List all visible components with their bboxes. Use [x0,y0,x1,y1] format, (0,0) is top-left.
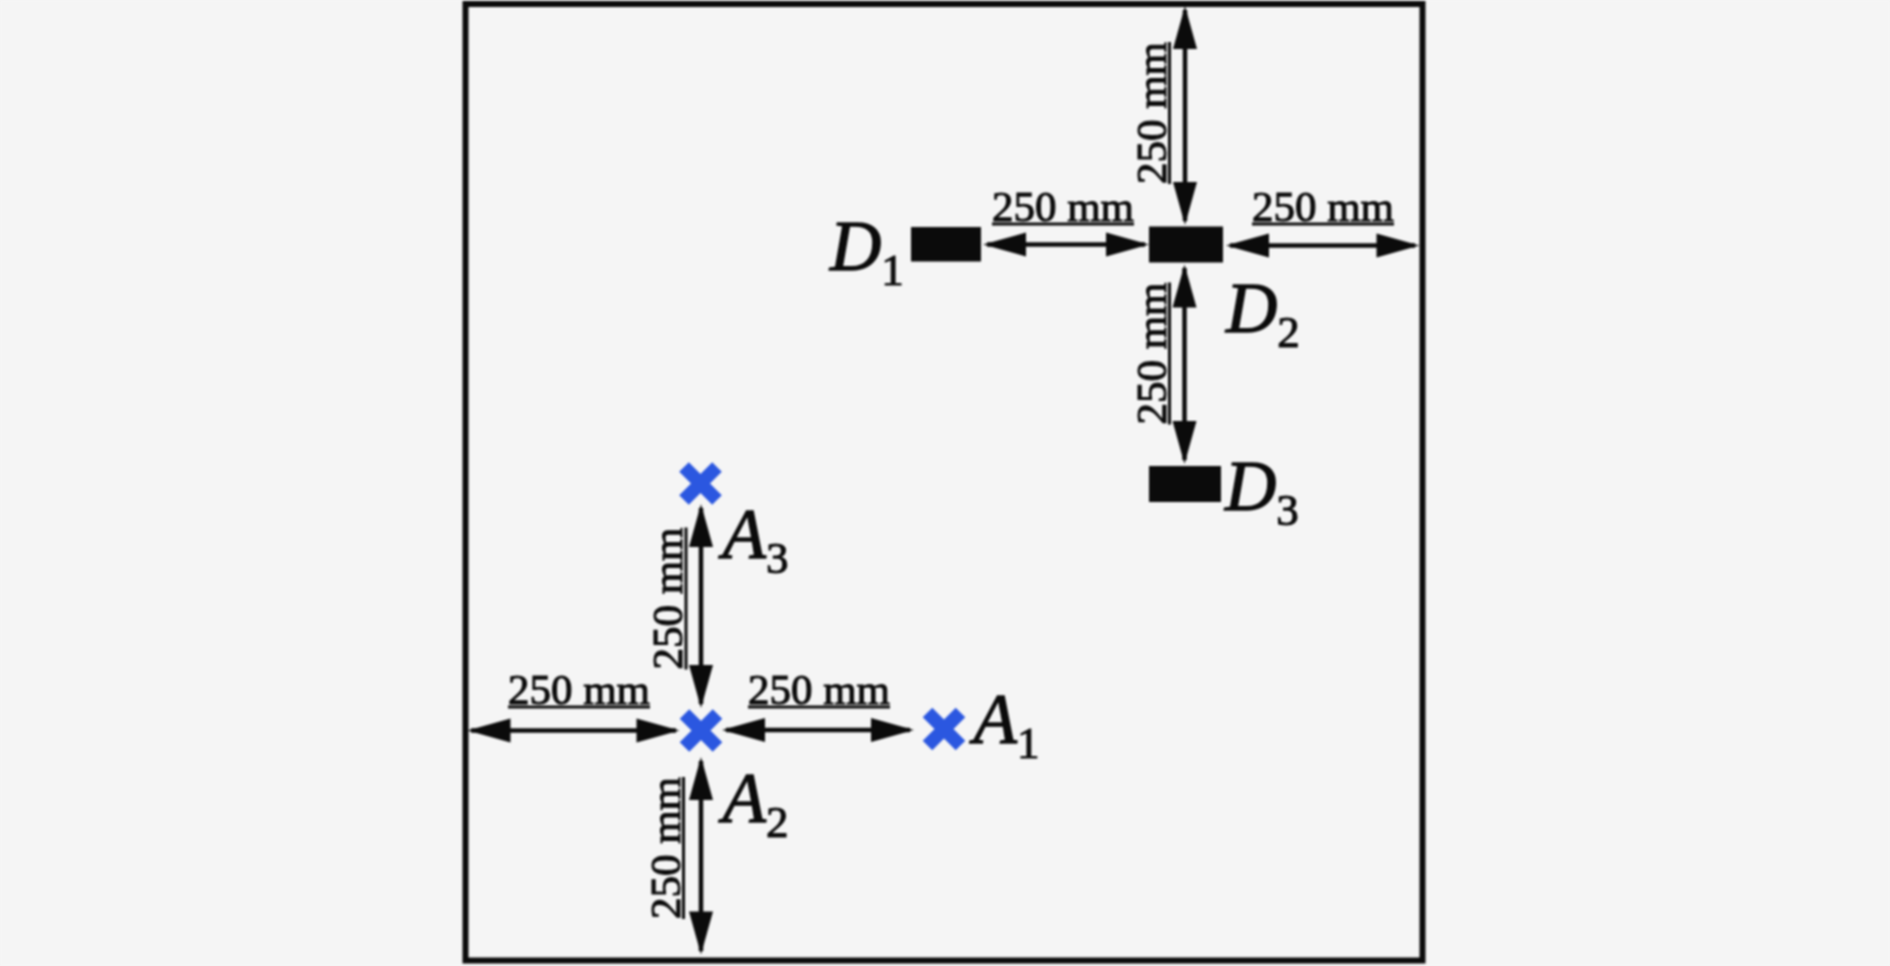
svg-text:250 mm: 250 mm [1128,282,1175,424]
svg-text:250 mm: 250 mm [642,777,689,919]
svg-text:250 mm: 250 mm [644,527,691,669]
svg-text:250 mm: 250 mm [1128,42,1175,184]
